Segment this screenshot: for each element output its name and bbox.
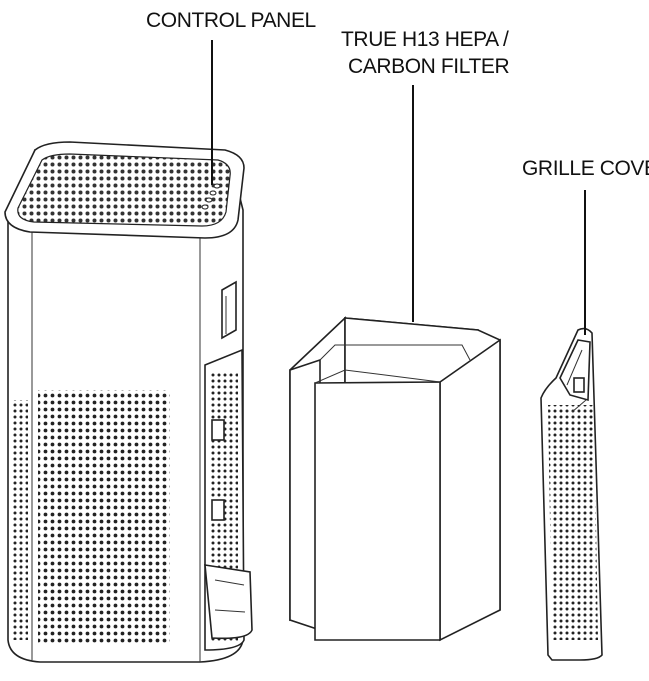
filter-label-line2: CARBON FILTER: [348, 55, 509, 78]
leader-lines: [211, 40, 586, 335]
front-perforation: [38, 390, 170, 645]
control-panel-buttons: [201, 183, 221, 210]
filter-label-line1: TRUE H13 HEPA /: [341, 28, 509, 51]
purifier-body: [4, 141, 253, 663]
grille-cover: [540, 327, 603, 661]
side-perforation: [12, 400, 28, 640]
control-panel-label: CONTROL PANEL: [146, 9, 316, 32]
grille-cover-label: GRILLE COVER: [522, 157, 649, 180]
top-grille: [17, 153, 231, 227]
hepa-filter: [289, 316, 501, 642]
